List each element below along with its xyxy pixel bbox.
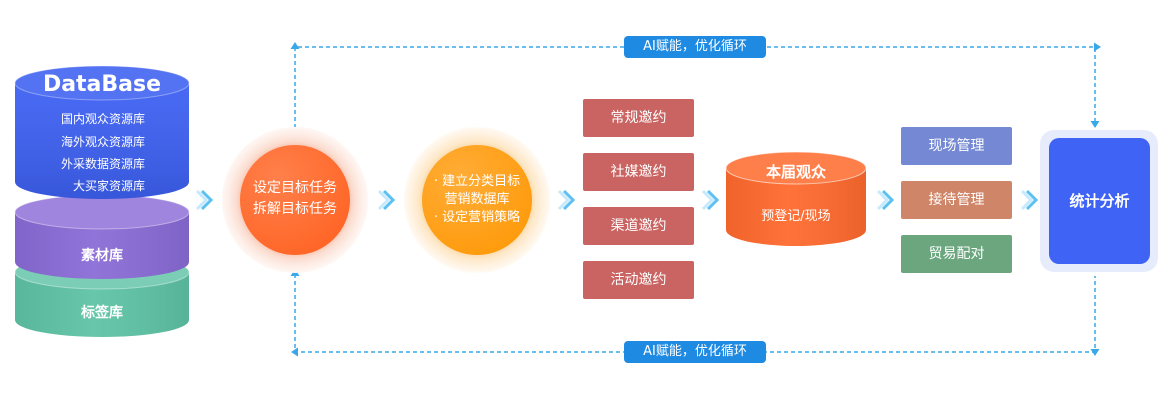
audience-top (726, 152, 866, 184)
material-library-label: 素材库 (81, 248, 123, 264)
marketing-stage-text: · 建立分类目标 营销数据库 · 设定营销策略 (422, 173, 532, 227)
invitation-box-event: 活动邀约 (583, 261, 694, 299)
marketing-stage-line: · 建立分类目标 (433, 174, 521, 189)
database-top-highlight (14, 65, 190, 101)
material-library-shade (15, 212, 189, 279)
database-item: 国内观众资源库 (60, 112, 145, 126)
tag-library-shade (15, 272, 189, 337)
target-stage-line: 拆解目标任务 (253, 201, 337, 217)
management-box-reception: 接待管理 (901, 181, 1012, 219)
arrow-down-icon (1090, 349, 1100, 356)
bottom-loop-label: AI赋能，优化循环 (624, 341, 766, 363)
marketing-stage-shine (422, 145, 532, 255)
management-box-trade-matching: 贸易配对 (901, 235, 1012, 273)
marketing-stage-line: 营销数据库 (444, 192, 510, 207)
audience-subtitle: 预登记/现场 (761, 209, 831, 224)
material-library-cylinder (14, 194, 190, 279)
invitation-box-regular: 常规邀约 (583, 99, 694, 137)
chevron-right-icon (876, 189, 895, 211)
audience-title: 本届观众 (765, 163, 826, 181)
top-loop-line (294, 46, 1096, 128)
arrow-right-icon (1094, 42, 1101, 52)
chevron-right-icon (557, 189, 576, 211)
target-stage-shine (240, 145, 350, 255)
target-stage-text: 设定目标任务 拆解目标任务 (245, 178, 345, 220)
analysis-box: 统计分析 (1049, 138, 1150, 264)
database-title: DataBase (42, 72, 162, 97)
database-shade (15, 83, 189, 199)
invitation-box-social-media: 社媒邀约 (583, 153, 694, 191)
tag-library-label: 标签库 (81, 305, 123, 321)
material-library-top (15, 195, 189, 229)
audience-top-highlight (725, 151, 867, 185)
chevron-right-icon (377, 189, 396, 211)
database-cylinder (14, 65, 190, 199)
database-item: 大买家资源库 (72, 179, 145, 193)
database-top (15, 66, 189, 100)
arrow-left-icon (291, 347, 298, 357)
target-stage-line: 设定目标任务 (253, 180, 337, 196)
audience-shade (726, 168, 866, 246)
audience-cylinder (725, 151, 867, 246)
arrow-down-icon (1090, 121, 1100, 128)
marketing-stage-line: · 设定营销策略 (433, 210, 521, 225)
management-box-onsite: 现场管理 (901, 127, 1012, 165)
material-library-top-highlight (14, 194, 190, 230)
chevron-right-icon (1020, 189, 1039, 211)
arrow-up-icon (290, 42, 300, 49)
invitation-box-channel: 渠道邀约 (583, 207, 694, 245)
chevron-right-icon (195, 189, 214, 211)
top-loop-label: AI赋能，优化循环 (624, 36, 766, 58)
chevron-right-icon (701, 189, 720, 211)
database-item: 外采数据资源库 (60, 157, 145, 171)
database-item: 海外观众资源库 (60, 135, 145, 149)
